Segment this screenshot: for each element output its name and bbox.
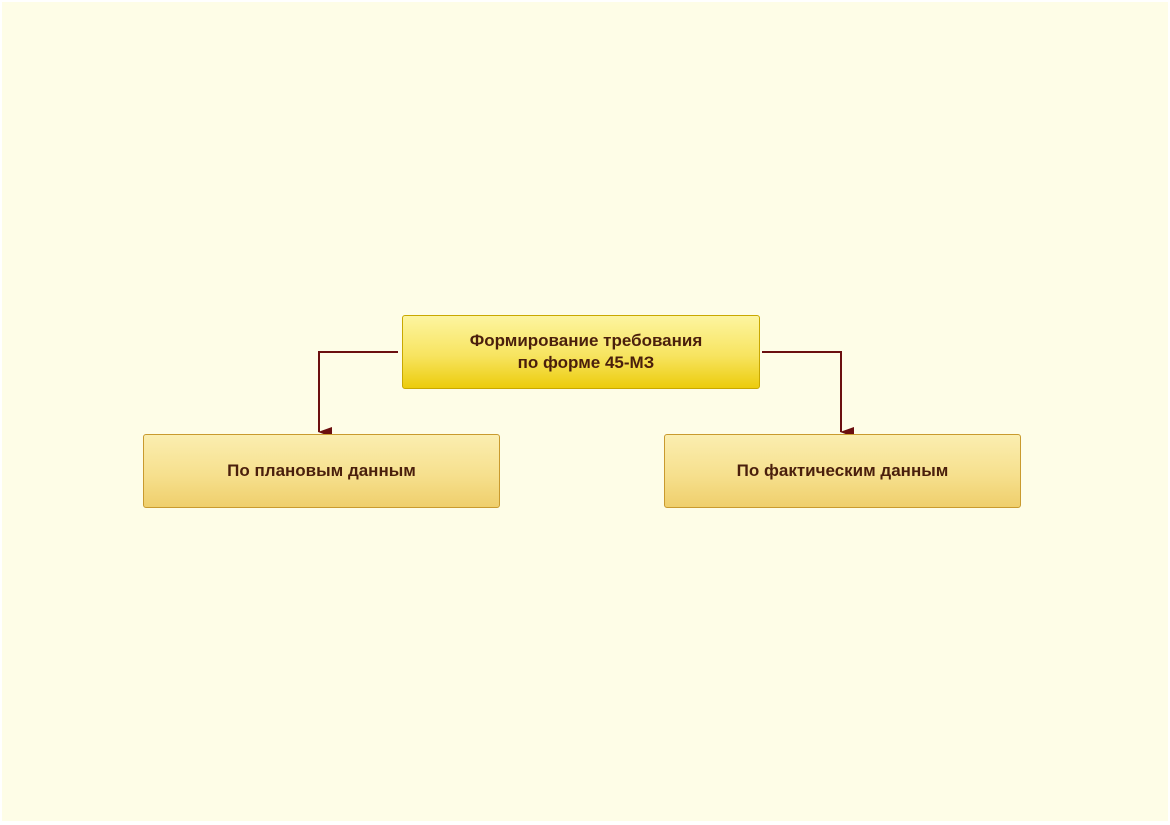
connector-right [762, 351, 854, 437]
node-actual-data-label: По фактическим данным [736, 461, 949, 480]
node-root-label: Формирование требования по форме 45-МЗ [469, 331, 703, 372]
node-actual-data[interactable]: По фактическим данным [664, 434, 1021, 508]
connector-left [318, 351, 398, 437]
node-planned-data-label: По плановым данным [227, 461, 416, 480]
node-root[interactable]: Формирование требования по форме 45-МЗ [402, 315, 760, 389]
node-planned-data[interactable]: По плановым данным [143, 434, 500, 508]
